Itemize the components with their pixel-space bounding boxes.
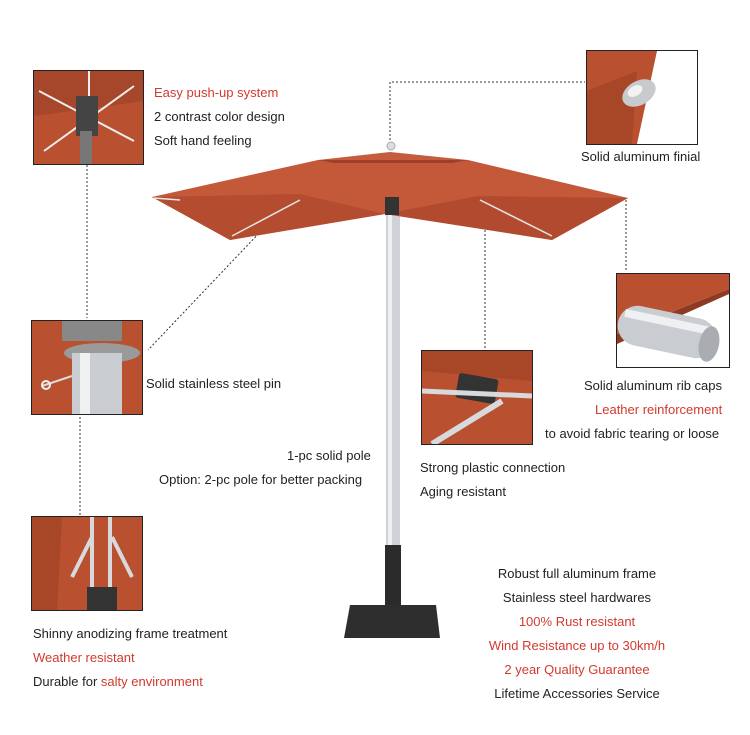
feature-3: 100% Rust resistant <box>518 614 636 629</box>
anodized-frame-image <box>31 516 143 611</box>
finial-caption: Solid aluminum finial <box>581 149 701 164</box>
frame-line-3-highlight: salty environment <box>100 674 203 689</box>
frame-line-1: Shinny anodizing frame treatment <box>33 626 228 641</box>
feature-5: 2 year Quality Guarantee <box>504 662 650 677</box>
feature-4: Wind Resistance up to 30km/h <box>488 638 666 653</box>
connection-line-2: Aging resistant <box>420 484 506 499</box>
pole-lower <box>385 545 401 617</box>
connection-line-1: Strong plastic connection <box>420 460 566 475</box>
pushup-system-image <box>33 70 144 165</box>
frame-line-3-prefix: Durable for <box>33 674 101 689</box>
finial-image <box>586 50 698 145</box>
ribcaps-line-3: to avoid fabric tearing or loose <box>545 426 720 441</box>
rib-caps-image <box>616 273 730 368</box>
feature-6: Lifetime Accessories Service <box>494 686 660 701</box>
frame-line-2: Weather resistant <box>33 650 135 665</box>
plastic-connection-image <box>421 350 533 445</box>
steel-pin-image <box>31 320 143 415</box>
pole-line-2: Option: 2-pc pole for better packing <box>159 472 363 487</box>
pushup-line-1: Easy push-up system <box>154 85 279 100</box>
finial-top <box>386 141 396 151</box>
ribcaps-line-1: Solid aluminum rib caps <box>584 378 723 393</box>
feature-1: Robust full aluminum frame <box>497 566 657 581</box>
feature-2: Stainless steel hardwares <box>502 590 652 605</box>
pole-highlight <box>388 212 392 552</box>
leader-finial <box>389 81 585 140</box>
ribcaps-line-2: Leather reinforcement <box>595 402 723 417</box>
pin-caption: Solid stainless steel pin <box>146 376 282 391</box>
pushup-line-2: 2 contrast color design <box>154 109 285 124</box>
canopy <box>152 141 628 240</box>
frame-line-3: Durable for salty environment <box>33 674 203 690</box>
pushup-line-3: Soft hand feeling <box>154 133 252 148</box>
pole-line-1: 1-pc solid pole <box>287 448 371 463</box>
runner-hub <box>385 197 399 215</box>
base-plate <box>344 605 440 638</box>
